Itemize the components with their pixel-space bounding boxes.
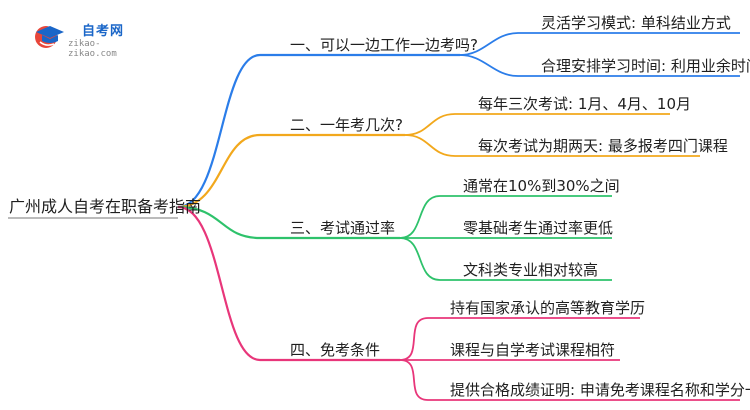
branch-1-child-2: 合理安排学习时间: 利用业余时间 bbox=[541, 57, 750, 75]
branch-4-child-3-connector bbox=[399, 359, 429, 401]
branch-2-child-2-connector bbox=[404, 134, 456, 157]
site-logo: 自考网 zikao-zikao.com bbox=[34, 20, 144, 60]
branch-1-child-2-connector bbox=[459, 54, 519, 77]
root-node: 广州成人自考在职备考指南 bbox=[9, 197, 202, 216]
logo-url: zikao-zikao.com bbox=[68, 39, 117, 59]
branch-4-child-2: 课程与自学考试课程相符 bbox=[450, 341, 616, 359]
logo-name: 自考网 bbox=[82, 24, 125, 39]
branch-3-child-2: 零基础考生通过率更低 bbox=[463, 219, 614, 237]
branch-3-child-3-connector bbox=[399, 237, 441, 281]
branch-2-child-1-connector bbox=[404, 113, 456, 136]
branch-1-child-1-connector bbox=[459, 32, 519, 56]
branch-3-child-3: 文科类专业相对较高 bbox=[463, 261, 599, 279]
branch-2-child-1: 每年三次考试: 1月、4月、10月 bbox=[478, 95, 691, 113]
branch-4-child-1-connector bbox=[399, 317, 429, 361]
branch-1-label: 一、可以一边工作一边考吗? bbox=[290, 36, 478, 54]
branch-4-connector bbox=[177, 205, 261, 362]
branch-3-connector bbox=[177, 205, 261, 240]
branch-4-child-1: 持有国家承认的高等教育学历 bbox=[450, 299, 646, 317]
branch-2-child-2: 每次考试为期两天: 最多报考四门课程 bbox=[478, 137, 728, 155]
branch-3-child-1-connector bbox=[399, 195, 441, 239]
graduation-cap-icon bbox=[35, 26, 64, 48]
branch-2-label: 二、一年考几次? bbox=[290, 116, 403, 134]
branch-1-child-1: 灵活学习模式: 单科结业方式 bbox=[541, 14, 731, 32]
branch-4-child-3: 提供合格成绩证明: 申请免考课程名称和学分一致 bbox=[450, 381, 750, 399]
branch-4-label: 四、免考条件 bbox=[290, 341, 381, 359]
branch-3-label: 三、考试通过率 bbox=[290, 219, 396, 237]
branch-3-child-1: 通常在10%到30%之间 bbox=[463, 177, 620, 195]
branch-2-connector bbox=[177, 133, 261, 209]
branch-1-connector bbox=[177, 53, 261, 209]
